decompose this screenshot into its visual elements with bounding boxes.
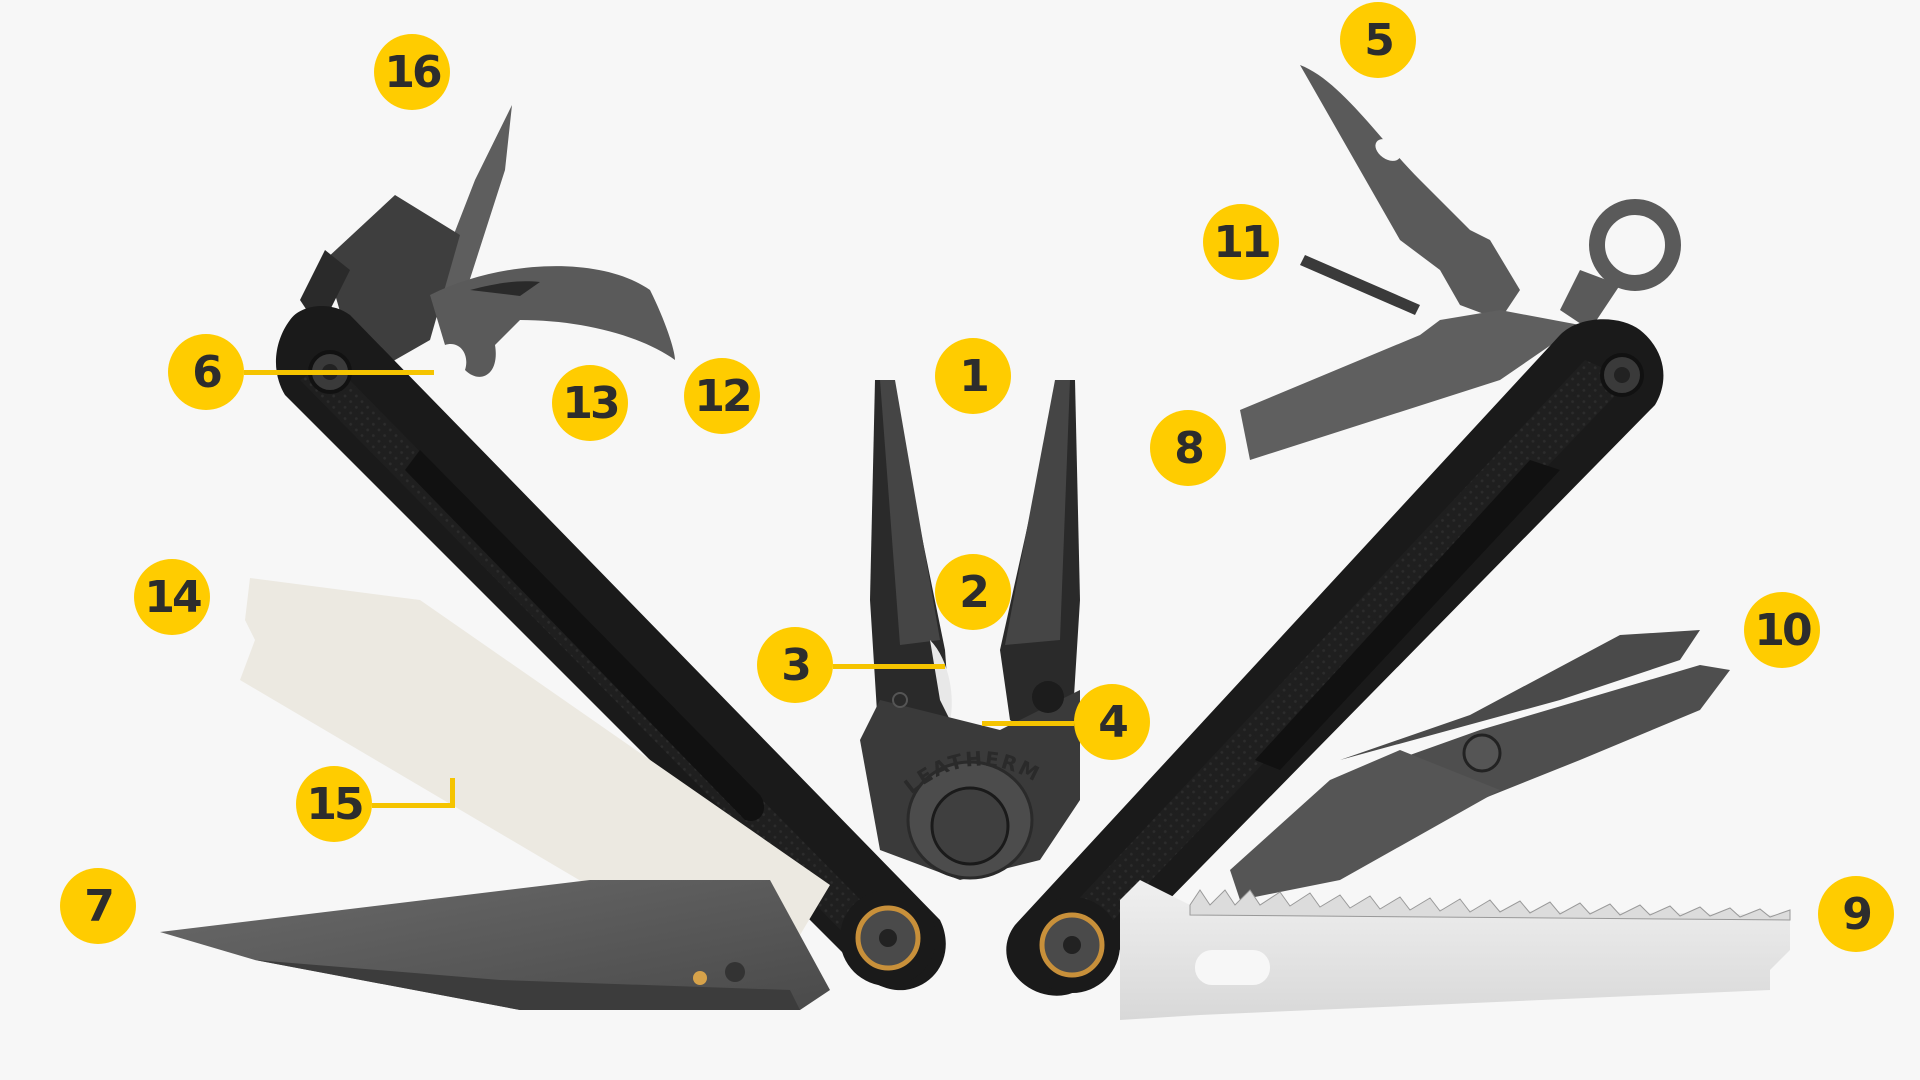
leader-line-3: [833, 664, 945, 669]
callout-6: 6: [168, 334, 244, 410]
callout-10: 10: [1744, 592, 1820, 668]
saw-blade: [1120, 880, 1791, 1020]
callout-1: 1: [935, 338, 1011, 414]
callout-label: 10: [1754, 604, 1812, 656]
callout-label: 13: [562, 377, 620, 429]
callout-label: 14: [144, 571, 202, 623]
callout-7: 7: [60, 868, 136, 944]
callout-14: 14: [134, 559, 210, 635]
right-handle: [1006, 319, 1664, 996]
left-pivot: [840, 890, 936, 986]
leader-line-4: [982, 721, 1074, 726]
callout-label: 15: [306, 778, 364, 830]
callout-label: 4: [1098, 696, 1129, 748]
leader-line-15-v: [450, 778, 455, 808]
callout-label: 2: [959, 566, 990, 618]
callout-label: 12: [694, 370, 752, 422]
callout-label: 11: [1213, 216, 1271, 268]
screwdriver-tool: [1300, 255, 1420, 315]
callout-5: 5: [1340, 2, 1416, 78]
callout-label: 9: [1842, 888, 1873, 940]
callout-label: 1: [959, 350, 990, 402]
callout-label: 7: [84, 880, 115, 932]
callout-11: 11: [1203, 204, 1279, 280]
callout-15: 15: [296, 766, 372, 842]
scissors-ring: [1560, 199, 1681, 330]
callout-label: 16: [384, 46, 442, 98]
callout-9: 9: [1818, 876, 1894, 952]
callout-label: 8: [1174, 422, 1205, 474]
callout-label: 3: [781, 639, 812, 691]
spear-blade: [1300, 65, 1520, 320]
scraper-tool: [1240, 310, 1580, 460]
callout-4: 4: [1074, 684, 1150, 760]
left-handle: [275, 305, 946, 991]
right-pivot: [1024, 897, 1120, 993]
callout-3: 3: [757, 627, 833, 703]
callout-16: 16: [374, 34, 450, 110]
callout-label: 6: [192, 346, 223, 398]
knife-blade: [160, 880, 830, 1010]
callout-label: 5: [1364, 14, 1395, 66]
hook-blade-tool: [430, 266, 675, 377]
leader-line-15-h: [372, 803, 454, 808]
scissors-tool: [1230, 630, 1730, 900]
callout-2: 2: [935, 554, 1011, 630]
callout-12: 12: [684, 358, 760, 434]
callout-8: 8: [1150, 410, 1226, 486]
leader-line-6: [244, 370, 434, 375]
callout-13: 13: [552, 365, 628, 441]
